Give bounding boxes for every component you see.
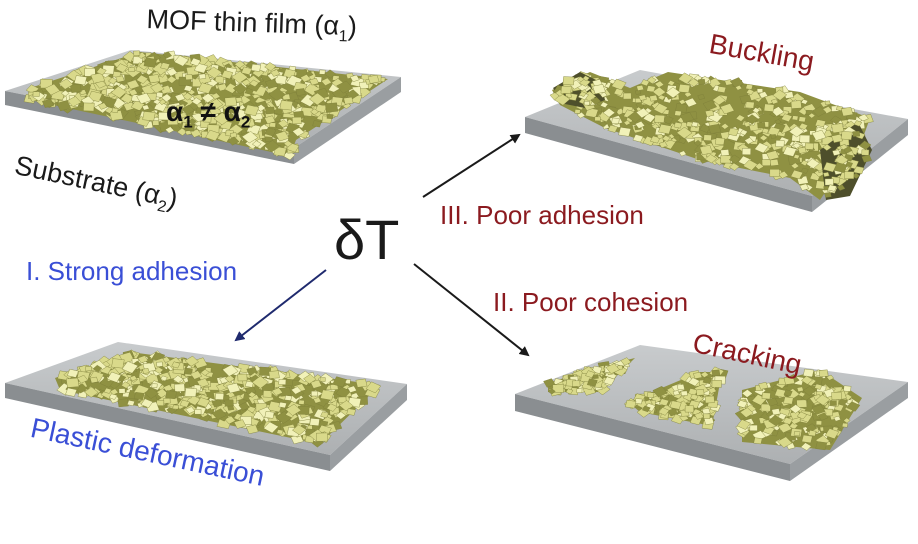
poor-cohesion-label: II. Poor cohesion <box>493 287 689 317</box>
mof-film-buckling <box>549 71 874 200</box>
arrow-poor-cohesion <box>413 263 530 357</box>
strong-adhesion-label: I. Strong adhesion <box>26 256 238 286</box>
arrow-strong-adhesion <box>234 269 327 342</box>
mof-film-crack-fragment-2 <box>623 366 729 430</box>
mof-film-initial <box>23 50 388 161</box>
delta-t-label: δT <box>334 208 400 271</box>
mof-film-crack-fragment-3 <box>734 368 862 451</box>
arrow-poor-adhesion <box>422 133 521 198</box>
poor-adhesion-label: III. Poor adhesion <box>440 200 644 230</box>
mof-film-plastic-deformation <box>55 349 382 448</box>
inequality-label: α1 ≠ α2 <box>166 96 251 132</box>
mof-film-crack-fragment-1 <box>543 357 635 397</box>
